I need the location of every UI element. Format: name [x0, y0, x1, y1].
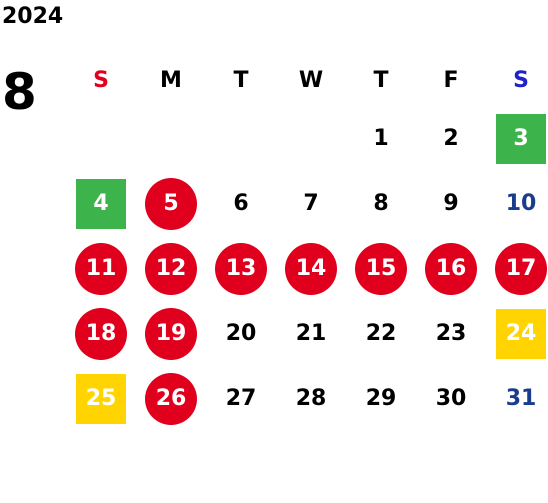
day-cell: 1	[373, 126, 389, 151]
day-cell: 23	[435, 321, 467, 346]
day-cell: 30	[435, 386, 467, 411]
weekday-wed: W	[298, 68, 324, 93]
day-cell: 5	[145, 177, 197, 230]
day-cell: 6	[233, 191, 249, 216]
day-cell: 2	[443, 126, 459, 151]
day-cell: 27	[225, 386, 257, 411]
calendar-grid: S M T W T F S 1 2 3 4 5 6 7 8 9 10 11 12…	[66, 56, 548, 431]
day-cell: 3	[496, 113, 546, 164]
day-cell: 14	[285, 242, 337, 295]
weekday-mon: M	[160, 68, 182, 93]
day-cell: 18	[75, 307, 127, 360]
day-cell: 8	[373, 191, 389, 216]
day-cell: 11	[75, 242, 127, 295]
weekday-sat: S	[513, 68, 529, 93]
day-cell: 15	[355, 242, 407, 295]
day-cell: 26	[145, 372, 197, 425]
day-cell: 25	[76, 373, 126, 424]
day-cell: 7	[303, 191, 319, 216]
day-cell: 20	[225, 321, 257, 346]
weekday-tue: T	[233, 68, 249, 93]
day-cell: 31	[505, 386, 537, 411]
weekday-thu: T	[373, 68, 389, 93]
day-cell: 21	[295, 321, 327, 346]
day-cell: 17	[495, 242, 547, 295]
day-cell: 4	[76, 178, 126, 229]
day-cell: 19	[145, 307, 197, 360]
day-cell: 28	[295, 386, 327, 411]
day-cell: 22	[365, 321, 397, 346]
day-cell: 13	[215, 242, 267, 295]
weekday-sun: S	[93, 68, 109, 93]
day-cell: 29	[365, 386, 397, 411]
day-cell: 9	[443, 191, 459, 216]
month-label: 8	[2, 63, 37, 121]
day-cell: 24	[496, 308, 546, 359]
day-cell: 10	[505, 191, 537, 216]
weekday-fri: F	[443, 68, 459, 93]
day-cell: 16	[425, 242, 477, 295]
year-label: 2024	[2, 4, 64, 29]
day-cell: 12	[145, 242, 197, 295]
